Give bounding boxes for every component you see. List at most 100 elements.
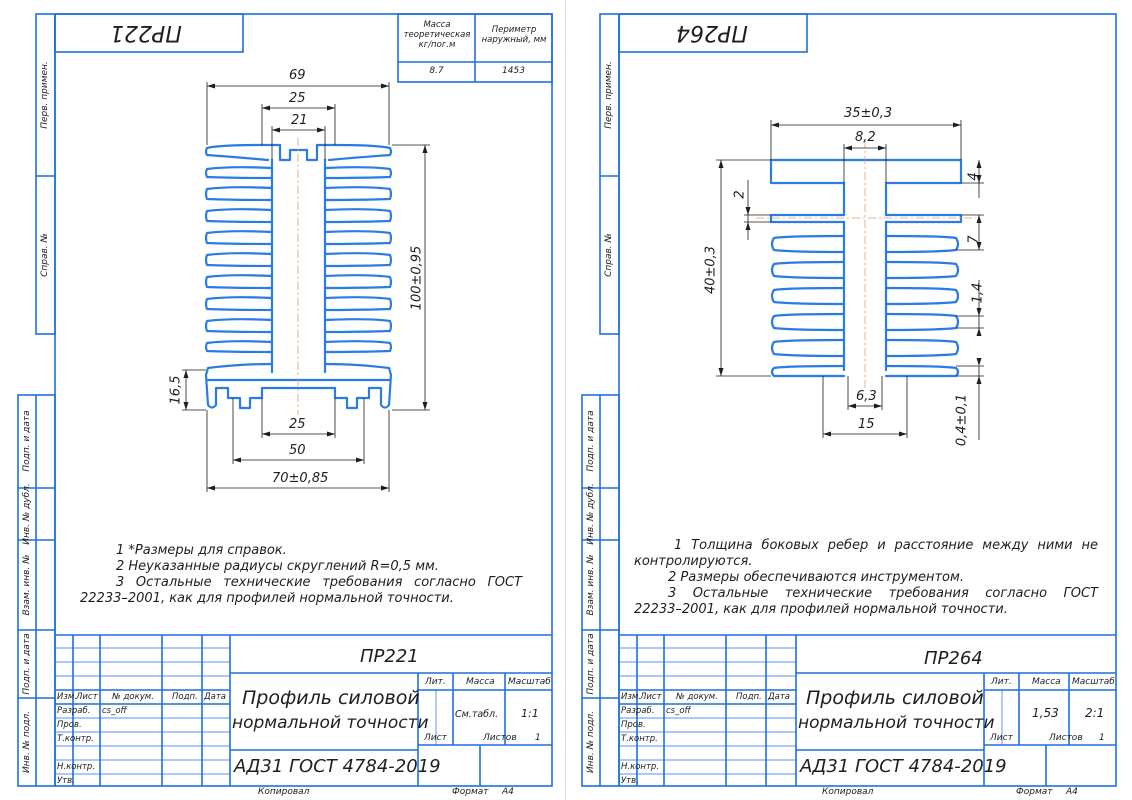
mass-header: Масса теоретическая кг/пог.м [403,20,471,50]
title-name-line1: Профиль силовой [242,687,420,709]
title-code: ПР221 [360,646,419,667]
scale-value: 1:1 [521,707,539,720]
side-label-sprav: Справ. № [604,233,614,277]
dim-25-bottom: 25 [289,417,306,432]
side-label-vzam-inv: Взам. инв. № [22,554,32,616]
sheets-value: 1 [1099,733,1105,743]
title-name-line1: Профиль силовой [806,687,984,709]
sheet-code-inverted: ПР221 [110,20,182,45]
label-scale: Масштаб [1072,677,1115,687]
dim-40: 40±0,3 [703,245,719,295]
role-nkontr: Н.контр. [621,762,660,772]
sheet-frame [581,13,1117,787]
role-utv: Утв. [57,776,75,786]
profile-pr221 [204,143,393,410]
label-mass: Масса [1032,677,1061,687]
mass-cell-value: 1,53 [1032,706,1059,720]
sheet-code-inverted: ПР264 [676,20,748,45]
dim-21: 21 [291,113,308,128]
note-2: 2 Размеры обеспечиваются инструментом. [668,570,964,585]
developer-name: cs_off [666,706,691,716]
label-sheets: Листов [1049,733,1083,743]
dim-25-top: 25 [289,91,306,106]
side-label-vzam-inv: Взам. инв. № [586,554,596,616]
perimeter-header: Периметр наружный, мм [481,25,547,45]
mass-value: 8.7 [429,66,444,76]
side-label-inv-dubl: Инв. № дубл. [586,483,596,545]
dim-70: 70±0,85 [272,471,329,486]
side-label-inv-podl: Инв. № подл. [586,710,596,774]
mass-cell-value: См.табл. [455,709,499,720]
col-doc: № докум. [112,692,154,702]
role-razrab: Разраб. [57,706,91,716]
title-name-line2: нормальной точности [232,713,429,733]
title-material: АД31 ГОСТ 4784-2019 [800,756,1007,777]
dim-4: 4 [966,172,982,181]
note-2: 2 Неуказанные радиусы скруглений R=0,5 м… [116,559,439,574]
dim-35: 35±0,3 [844,106,893,121]
role-tkontr: Т.контр. [57,734,94,744]
dim-100: 100±0,95 [409,245,425,311]
note-1-cont: контролируются. [634,554,753,569]
side-label-perv-primen: Перв. примен. [604,61,614,129]
note-3: 3 Остальные технические требования согла… [116,575,522,590]
dim-1-4: 1,4 [970,282,986,304]
label-scale: Масштаб [508,677,551,687]
col-list: Лист [76,692,98,702]
side-label-podp-data-2: Подп. и дата [22,633,32,695]
label-lit: Лит. [425,677,446,687]
note-3-cont: 22233–2001, как для профилей нормальной … [80,591,454,606]
col-izm: Изм. [57,692,77,702]
label-sheets: Листов [483,733,517,743]
col-date: Дата [204,692,227,702]
sheets-value: 1 [535,733,541,743]
note-3-cont: 22233–2001, как для профилей нормальной … [634,602,1008,617]
dim-50: 50 [289,443,306,458]
dim-2: 2 [732,190,748,199]
label-copied: Копировал [822,787,874,797]
label-mass: Масса [466,677,495,687]
note-1: 1 *Размеры для справок. [116,543,287,558]
role-tkontr: Т.контр. [621,734,658,744]
dim-6-3: 6,3 [856,389,877,404]
sheet-divider [565,0,566,800]
format-value: А4 [502,787,514,797]
dim-0-4: 0,4±0,1 [954,393,970,447]
col-list: Лист [640,692,662,702]
side-label-inv-dubl: Инв. № дубл. [22,483,32,545]
side-label-sprav: Справ. № [40,233,50,277]
side-label-perv-primen: Перв. примен. [40,61,50,129]
role-nkontr: Н.контр. [57,762,96,772]
note-3: 3 Остальные технические требования согла… [668,586,1098,601]
col-sign: Подп. [172,692,198,702]
title-code: ПР264 [924,648,983,669]
sheet-frame [17,13,553,787]
technical-notes: 1 Толщина боковых ребер и расстояние меж… [634,538,1098,618]
dim-7: 7 [966,235,982,244]
side-label-podp-data: Подп. и дата [586,410,596,472]
role-utv: Утв. [621,776,639,786]
title-name-line2: нормальной точности [798,713,995,733]
role-prov: Пров. [621,720,646,730]
dim-16-5: 16,5 [168,375,184,405]
side-label-inv-podl: Инв. № подл. [22,710,32,774]
profile-pr264 [769,158,963,378]
col-sign: Подп. [736,692,762,702]
note-1: 1 Толщина боковых ребер и расстояние меж… [674,538,1098,553]
label-sheet: Лист [990,733,1013,743]
format-value: А4 [1066,787,1078,797]
col-izm: Изм. [621,692,641,702]
dim-69: 69 [289,68,306,83]
technical-notes: 1 *Размеры для справок. 2 Неуказанные ра… [80,543,522,607]
label-format: Формат [452,787,489,797]
col-doc: № докум. [676,692,718,702]
scale-value: 2:1 [1085,706,1105,720]
title-material: АД31 ГОСТ 4784-2019 [234,756,441,777]
role-prov: Пров. [57,720,82,730]
developer-name: cs_off [102,706,127,716]
dim-8-2: 8,2 [855,130,876,145]
label-sheet: Лист [424,733,447,743]
side-label-podp-data-2: Подп. и дата [586,633,596,695]
label-lit: Лит. [991,677,1012,687]
dim-15: 15 [858,417,875,432]
